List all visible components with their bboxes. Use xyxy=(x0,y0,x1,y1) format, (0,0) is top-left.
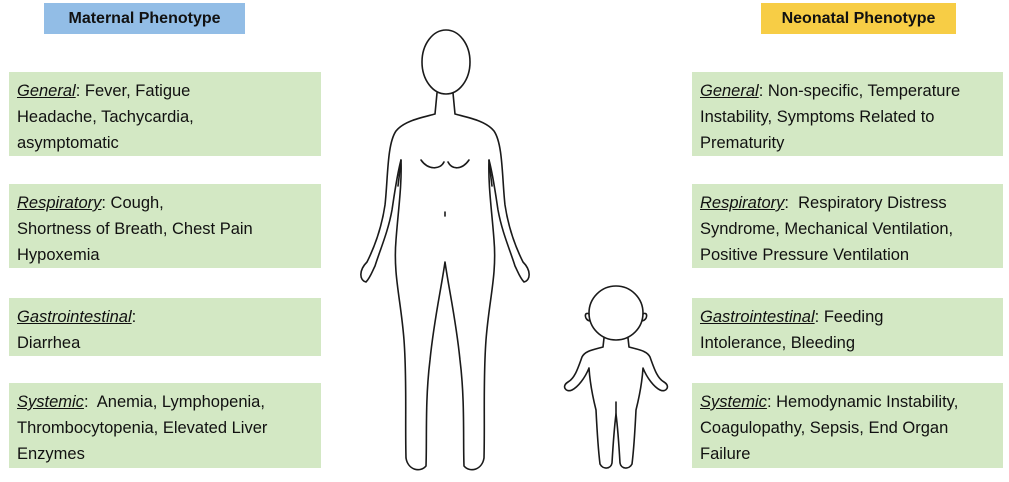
woman-figure-icon xyxy=(361,30,529,470)
child-figure-icon xyxy=(565,286,668,468)
